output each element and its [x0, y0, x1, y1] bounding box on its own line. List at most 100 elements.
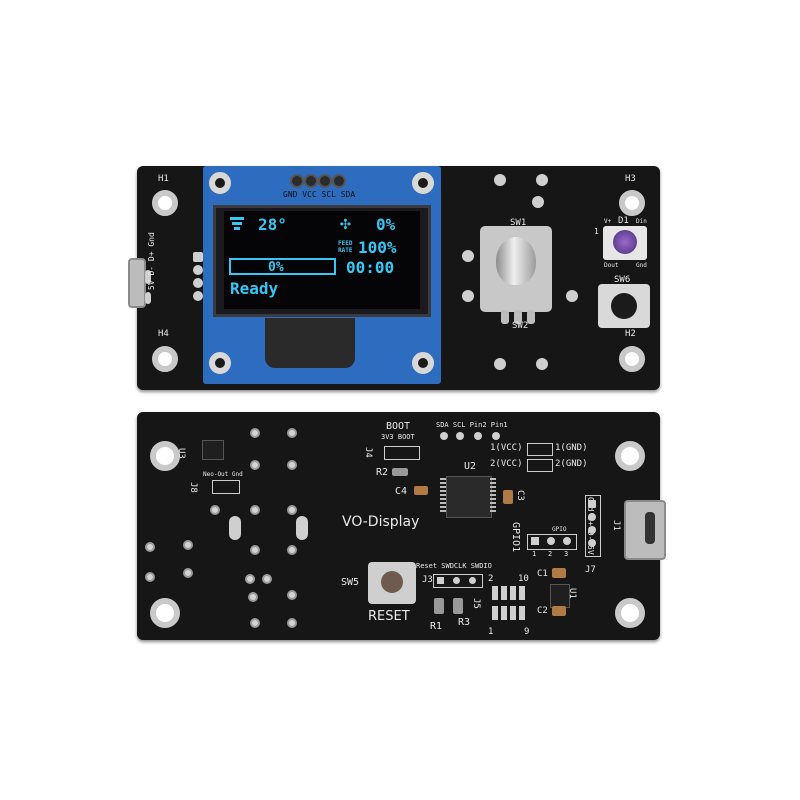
encoder-pin	[527, 310, 535, 324]
oled-mount-hole	[209, 352, 231, 374]
capacitor-c4	[414, 486, 428, 495]
label-h1: H1	[158, 174, 169, 184]
mounting-hole-h1	[152, 190, 178, 216]
oled-ribbon-cable	[265, 318, 355, 368]
j5-pad	[519, 586, 525, 600]
mounting-hole	[150, 598, 180, 628]
jumper-1	[527, 443, 553, 456]
label-c4: C4	[395, 486, 408, 497]
encoder-mount-pad	[566, 290, 578, 302]
label-vplus: V+	[604, 218, 612, 225]
label-j5-2: 2	[488, 574, 494, 584]
oled-pin-labels: GND VCC SCL SDA	[283, 190, 356, 199]
screen-feed-label-2: RATE	[338, 247, 353, 254]
j5-pad	[519, 606, 525, 620]
via	[262, 574, 272, 584]
via	[250, 460, 260, 470]
via	[248, 592, 258, 602]
j5-pad	[492, 586, 498, 600]
oled-mount-hole	[412, 352, 434, 374]
encoder-pin	[514, 310, 522, 324]
via	[287, 590, 297, 600]
header-j3	[433, 574, 483, 588]
oled-mount-hole	[209, 172, 231, 194]
oled-header-pin	[290, 174, 304, 188]
label-c2: C2	[537, 606, 548, 616]
label-j5: J5	[471, 598, 481, 609]
oled-mount-hole	[412, 172, 434, 194]
resistor-r3	[453, 598, 463, 614]
label-r3: R3	[458, 617, 471, 628]
label-sw1: SW1	[510, 218, 527, 228]
gpio-pin	[531, 537, 539, 545]
screen-time: 00:00	[346, 258, 395, 277]
j5-pad	[492, 606, 498, 620]
header-j7	[585, 495, 601, 557]
label-gpio-2: 2	[548, 550, 553, 558]
label-gpio-1: 1	[532, 550, 537, 558]
screen-feed-label-1: FEED	[338, 240, 353, 247]
label-dout: Dout	[604, 262, 619, 269]
capacitor-c1	[552, 568, 566, 578]
usb-slot-pad	[145, 292, 151, 304]
board-title: VO-Display	[342, 514, 420, 530]
j5-pad	[501, 606, 507, 620]
screen-temp: 28°	[258, 215, 287, 234]
pad-scl	[456, 432, 464, 440]
oval-pad	[296, 516, 308, 540]
mounting-hole-h4	[152, 346, 178, 372]
gpio-pin	[547, 537, 555, 545]
label-j7: J7	[585, 565, 596, 575]
chip-u2-pins-right	[490, 478, 496, 514]
oled-header-pin	[304, 174, 318, 188]
thermometer-icon	[230, 217, 244, 231]
mounting-hole	[615, 441, 645, 471]
reset-button-cap[interactable]	[381, 571, 403, 593]
encoder-mount-pad	[536, 174, 548, 186]
header-pin	[193, 265, 203, 275]
encoder-mount-pad	[462, 250, 474, 262]
label-1vcc: 1(VCC)	[490, 443, 523, 453]
oled-header-pin	[332, 174, 346, 188]
via	[287, 460, 297, 470]
label-1gnd: 1(GND)	[555, 443, 588, 453]
label-r2: R2	[376, 467, 389, 478]
header-j8	[212, 480, 240, 494]
fan-icon: ✣	[340, 213, 351, 234]
label-h3: H3	[625, 174, 636, 184]
via	[210, 505, 220, 515]
mounting-hole-h2	[619, 346, 645, 372]
screen-status: Ready	[230, 279, 279, 298]
rotary-encoder-knob[interactable]	[496, 237, 536, 285]
label-din: Din	[636, 218, 647, 225]
header-j5	[492, 586, 532, 624]
mounting-hole-h3	[619, 190, 645, 216]
screen-feed: 100%	[358, 238, 397, 257]
chip-u2	[446, 476, 492, 518]
header-j7-pin	[588, 500, 596, 508]
label-2gnd: 2(GND)	[555, 459, 588, 469]
label-u2: U2	[464, 461, 477, 472]
label-j4: J4	[363, 447, 373, 458]
oled-header-pin	[318, 174, 332, 188]
label-gpio-3: 3	[564, 550, 569, 558]
gpio-pin	[563, 537, 571, 545]
encoder-pin	[501, 310, 509, 324]
via	[183, 540, 193, 550]
sw6-button-cap[interactable]	[611, 293, 637, 319]
label-c1: C1	[537, 569, 548, 579]
header-j7-pin	[588, 526, 596, 534]
label-sw2: SW2	[512, 321, 529, 331]
usb-c-connector-top	[128, 258, 146, 308]
header-j7-pin	[588, 539, 596, 547]
label-reset: RESET	[368, 609, 410, 624]
label-j3: J3	[422, 575, 433, 585]
j3-pin	[469, 577, 476, 584]
via	[183, 568, 193, 578]
capacitor-c2	[552, 606, 566, 616]
via	[250, 428, 260, 438]
jumper-2	[527, 459, 553, 472]
encoder-mount-pad	[532, 196, 544, 208]
header-gpio	[527, 534, 577, 550]
label-sw6: SW6	[614, 275, 631, 285]
